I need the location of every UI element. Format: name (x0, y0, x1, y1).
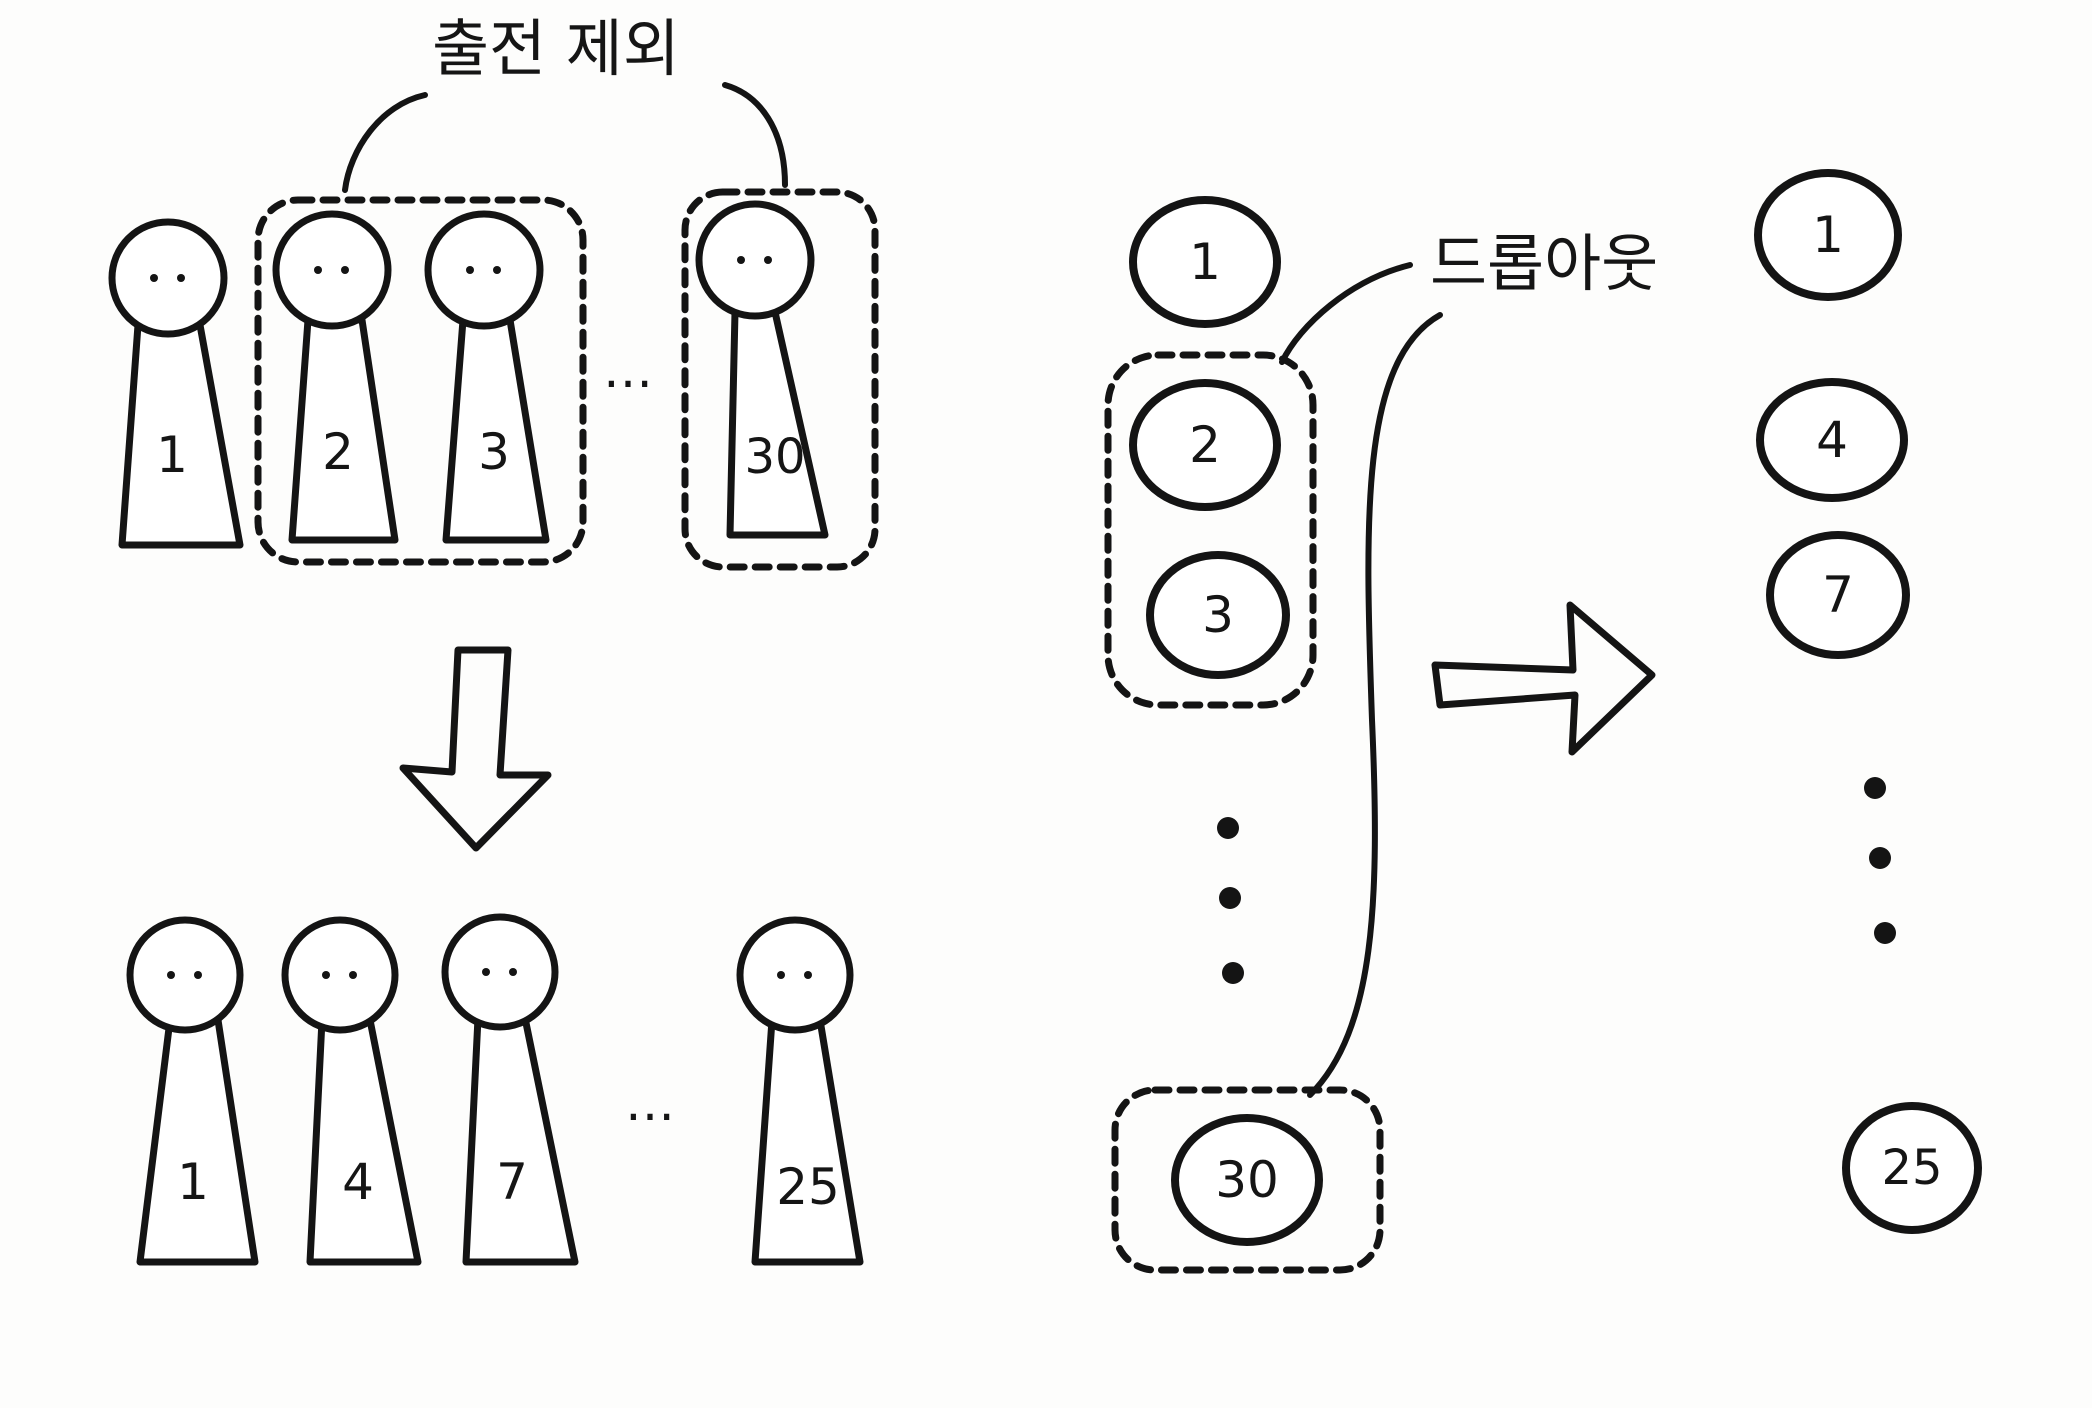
node-number: 1 (1189, 233, 1221, 291)
player-figure: 1 (126, 916, 259, 1266)
ellipsis: … (625, 1074, 675, 1132)
dropout-leader-lower (1307, 312, 1443, 1098)
right-arrow-icon (1431, 601, 1656, 756)
vertical-ellipsis-dot (1219, 887, 1241, 909)
node: 3 (1146, 551, 1290, 679)
node-number: 4 (1816, 411, 1848, 469)
dropout-label: 드롭아웃 (1430, 227, 1658, 300)
node: 25 (1842, 1102, 1982, 1234)
player-figure: 2 (272, 210, 399, 544)
player-figure: 25 (736, 916, 864, 1266)
down-arrow-icon (399, 646, 552, 852)
player-number: 7 (496, 1153, 528, 1211)
node-number: 25 (1881, 1140, 1942, 1196)
player-number: 25 (776, 1158, 840, 1216)
dropped-group-box (1104, 351, 1317, 709)
vertical-ellipsis-dot (1222, 962, 1244, 984)
player-number: 30 (744, 429, 805, 485)
ellipsis: … (603, 341, 653, 399)
player-number: 1 (177, 1153, 209, 1211)
player-figure: 30 (695, 200, 829, 539)
vertical-ellipsis-dot (1874, 922, 1896, 944)
dropped-group-box (1111, 1086, 1384, 1274)
player-number: 4 (342, 1153, 374, 1211)
node-number: 1 (1812, 206, 1844, 264)
node: 2 (1129, 379, 1281, 511)
node-number: 3 (1202, 586, 1234, 644)
excluded-group-box (254, 196, 587, 566)
node: 1 (1129, 196, 1281, 328)
player-figure: 7 (441, 913, 579, 1266)
node-number: 30 (1215, 1151, 1279, 1209)
dropout-leader-upper (1279, 262, 1413, 365)
player-number: 3 (478, 423, 510, 481)
node: 30 (1171, 1114, 1323, 1246)
node: 7 (1766, 531, 1910, 659)
exclude-leader-left (342, 92, 428, 193)
node-number: 7 (1822, 566, 1854, 624)
player-number: 2 (322, 423, 354, 481)
node-number: 2 (1189, 416, 1221, 474)
vertical-ellipsis-dot (1217, 817, 1239, 839)
excluded-group-box (681, 188, 879, 571)
player-figure: 3 (424, 210, 550, 544)
player-figure: 4 (281, 916, 422, 1266)
vertical-ellipsis-dot (1869, 847, 1891, 869)
player-figure: 1 (108, 218, 244, 549)
vertical-ellipsis-dot (1864, 777, 1886, 799)
node: 1 (1754, 169, 1902, 301)
exclude-label: 출전 제외 (432, 12, 680, 85)
node: 4 (1756, 378, 1908, 502)
exclude-leader-right (722, 82, 788, 188)
player-number: 1 (156, 426, 188, 484)
